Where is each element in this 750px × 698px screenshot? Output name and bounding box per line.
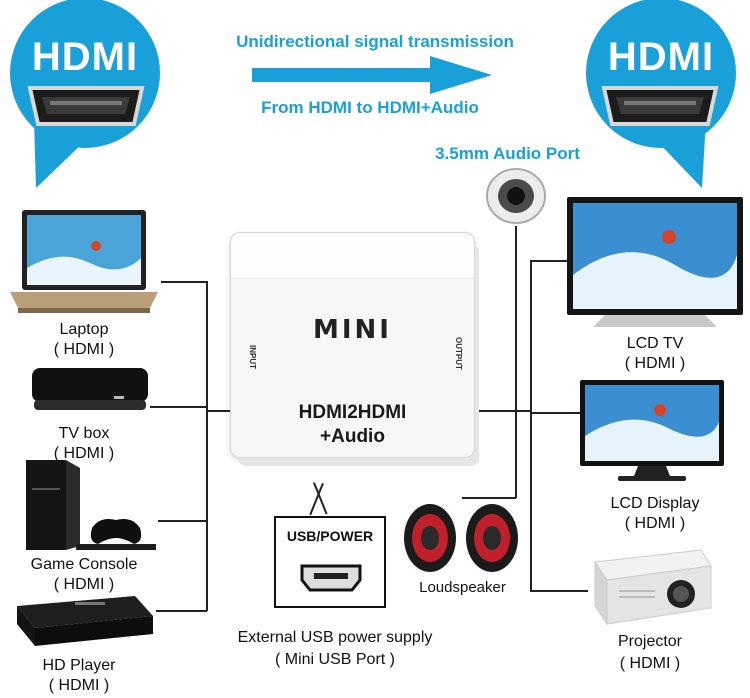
output-port: ( HDMI ) <box>570 514 740 533</box>
left-bus-line <box>206 281 208 611</box>
hd-player-icon <box>15 592 155 652</box>
connector-line <box>150 406 207 408</box>
lcd-tv-icon <box>565 195 745 330</box>
output-port: ( HDMI ) <box>570 354 740 373</box>
connector-line <box>530 590 588 592</box>
source-name: Laptop <box>10 320 158 339</box>
converter-top-face <box>231 233 474 279</box>
connector-line <box>474 410 530 412</box>
tv-box-icon <box>30 360 150 420</box>
converter-model: HDMI2HDMI +Audio <box>231 401 474 449</box>
connector-line <box>530 260 570 262</box>
usb-caption-line2: ( Mini USB Port ) <box>225 650 445 669</box>
connector-line <box>161 281 207 283</box>
lcd-display-icon <box>578 378 726 482</box>
hdmi-converter-box: MINI INPUT OUTPUT HDMI2HDMI +Audio <box>230 232 475 458</box>
loudspeaker-label: Loudspeaker <box>400 578 525 597</box>
hdmi-input-bubble-tail <box>30 120 90 190</box>
hdmi-input-bubble-title: HDMI <box>10 35 160 80</box>
usb-power-box: USB/POWER <box>274 516 386 608</box>
hdmi-output-bubble-tail <box>650 120 710 190</box>
connector-line <box>207 410 231 412</box>
usb-caption-line1: External USB power supply <box>205 628 465 647</box>
hdmi-connector-icon <box>600 84 720 128</box>
converter-brand: MINI <box>231 315 474 345</box>
source-port: ( HDMI ) <box>5 676 153 695</box>
hdmi-connector-icon <box>26 84 146 128</box>
connector-line <box>156 610 207 612</box>
converter-model-line2: +Audio <box>231 425 474 449</box>
source-name: TV box <box>10 424 158 443</box>
direction-text: Unidirectional signal transmission <box>190 32 560 52</box>
mini-usb-port-icon <box>300 564 362 592</box>
connector-line <box>530 412 580 414</box>
converter-model-line1: HDMI2HDMI <box>231 401 474 425</box>
arrow-right-icon <box>252 56 492 94</box>
converter-output-label: OUTPUT <box>454 337 463 370</box>
audio-port-label: 3.5mm Audio Port <box>405 144 610 164</box>
projector-icon <box>585 542 715 630</box>
right-bus-line <box>530 260 532 592</box>
conversion-text: From HDMI to HDMI+Audio <box>200 98 540 118</box>
source-port: ( HDMI ) <box>10 340 158 359</box>
output-name: Projector <box>570 632 730 651</box>
source-name: HD Player <box>5 656 153 675</box>
loudspeaker-icon <box>400 500 525 575</box>
output-name: LCD TV <box>570 334 740 353</box>
source-name: Game Console <box>10 555 158 574</box>
output-port: ( HDMI ) <box>570 654 730 673</box>
audio-jack-icon <box>484 168 548 226</box>
converter-input-label: INPUT <box>248 345 257 369</box>
hdmi-output-bubble-title: HDMI <box>586 35 736 80</box>
audio-line <box>515 226 517 498</box>
connector-line <box>158 520 207 522</box>
output-name: LCD Display <box>570 494 740 513</box>
game-console-icon <box>20 458 160 554</box>
speaker-link-line <box>462 497 516 499</box>
laptop-icon <box>10 208 158 318</box>
usb-power-title: USB/POWER <box>276 528 384 544</box>
